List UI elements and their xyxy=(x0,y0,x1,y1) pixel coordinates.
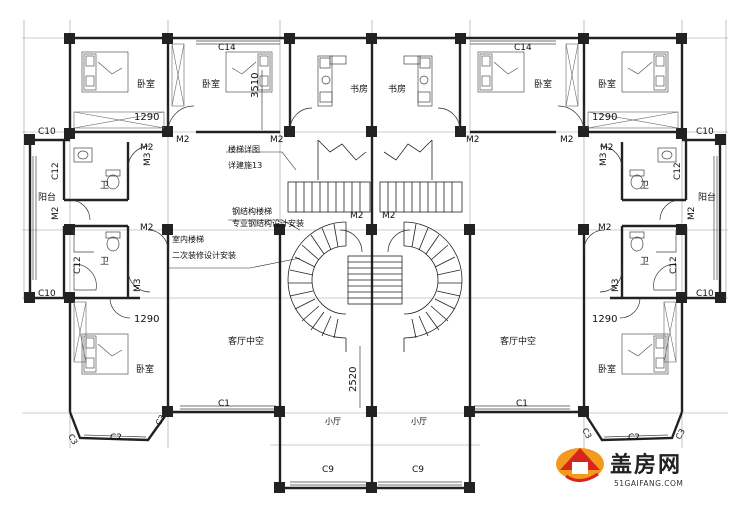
door-label-m2: M2 xyxy=(270,135,284,145)
door-label-m3: M3 xyxy=(133,279,143,293)
room-label-bedroom: 卧室 xyxy=(534,78,552,90)
room-label-bedroom: 卧室 xyxy=(202,78,220,90)
door-labels: M2 M2 M2 M2 M2 M2 M3 M3 M2 M2 M2 M2 M3 M… xyxy=(51,135,697,292)
dimension-1290: 1290 xyxy=(134,112,159,123)
room-label-bedroom: 卧室 xyxy=(598,363,616,375)
door-label-m2: M2 xyxy=(350,211,364,221)
room-labels: 卧室 卧室 卧室 卧室 书房 书房 卫 卫 卫 卫 阳台 阳台 卧室 卧室 客厅… xyxy=(38,78,716,426)
dimension-labels: 1290 1290 1290 1290 3510 2520 xyxy=(134,73,617,392)
dimension-3510: 3510 xyxy=(250,73,261,98)
wardrobes xyxy=(73,43,679,363)
door-label-m2: M2 xyxy=(140,143,154,153)
door-label-m2: M2 xyxy=(466,135,480,145)
window-label-c12: C12 xyxy=(51,162,61,180)
room-label-small-hall: 小厅 xyxy=(411,417,427,426)
house-logo-icon xyxy=(556,448,604,482)
window-label-c2: C2 xyxy=(110,433,122,443)
window-labels: C14 C14 C10 C10 C10 C10 C12 C12 C12 C12 … xyxy=(38,43,714,475)
door-label-m2: M2 xyxy=(687,207,697,221)
room-label-bedroom: 卧室 xyxy=(598,78,616,90)
room-label-bedroom: 卧室 xyxy=(137,78,155,90)
window-label-c9: C9 xyxy=(322,465,334,475)
note-stair-detail-ref: 详建施13 xyxy=(228,160,262,170)
walls xyxy=(28,36,722,490)
window-label-c3: C3 xyxy=(580,427,593,441)
window-label-c10: C10 xyxy=(38,127,56,137)
window-label-c14: C14 xyxy=(514,43,532,53)
room-label-bath: 卫 xyxy=(640,181,649,191)
logo-url: 51GAIFANG.COM xyxy=(614,479,683,488)
window-label-c1: C1 xyxy=(516,399,528,409)
door-label-m2: M2 xyxy=(140,223,154,233)
room-label-study: 书房 xyxy=(350,83,368,95)
study-desks xyxy=(317,55,433,107)
window-lines xyxy=(32,40,718,486)
room-label-living-void: 客厅中空 xyxy=(500,335,536,347)
door-label-m2: M2 xyxy=(51,207,61,221)
note-steel-stair: 钢结构楼梯 xyxy=(232,206,272,216)
room-label-bath: 卫 xyxy=(100,257,109,267)
window-label-c14: C14 xyxy=(218,43,236,53)
window-label-c12: C12 xyxy=(73,256,83,274)
window-label-c12: C12 xyxy=(673,162,683,180)
note-steel-stair-install: 专业钢结构设计安装 xyxy=(232,218,304,228)
door-label-m3: M3 xyxy=(143,153,153,167)
room-label-bath: 卫 xyxy=(100,181,109,191)
window-label-c10: C10 xyxy=(696,289,714,299)
window-label-c2: C2 xyxy=(628,433,640,443)
bed-icons xyxy=(81,51,669,375)
door-label-m2: M2 xyxy=(598,223,612,233)
room-label-balcony: 阳台 xyxy=(698,191,716,203)
straight-stairs xyxy=(287,139,463,213)
note-indoor-stair-install: 二次装修设计安装 xyxy=(172,250,236,260)
door-swings xyxy=(69,105,681,319)
dimension-1290: 1290 xyxy=(592,112,617,123)
dimension-1290: 1290 xyxy=(592,314,617,325)
window-label-c12: C12 xyxy=(669,256,679,274)
dimension-1290: 1290 xyxy=(134,314,159,325)
room-label-small-hall: 小厅 xyxy=(325,417,341,426)
room-label-bath: 卫 xyxy=(640,257,649,267)
annotation-notes: 楼梯详图 详建施13 钢结构楼梯 专业钢结构设计安装 室内楼梯 二次装修设计安装 xyxy=(172,144,304,260)
door-label-m2: M2 xyxy=(176,135,190,145)
door-label-m2: M2 xyxy=(382,211,396,221)
room-label-balcony: 阳台 xyxy=(38,191,56,203)
window-label-c10: C10 xyxy=(38,289,56,299)
room-label-living-void: 客厅中空 xyxy=(228,335,264,347)
note-indoor-stair: 室内楼梯 xyxy=(172,234,204,244)
door-label-m3: M3 xyxy=(611,279,621,293)
window-label-c9: C9 xyxy=(412,465,424,475)
door-label-m2: M2 xyxy=(600,143,614,153)
spiral-stairs xyxy=(287,221,463,352)
window-label-c10: C10 xyxy=(696,127,714,137)
note-stair-detail: 楼梯详图 xyxy=(228,144,260,154)
columns xyxy=(24,33,726,493)
site-logo: 盖房网 51GAIFANG.COM xyxy=(556,448,683,488)
dimension-2520: 2520 xyxy=(348,367,359,392)
bath-fixtures xyxy=(73,147,677,291)
door-label-m3: M3 xyxy=(599,153,609,167)
door-label-m2: M2 xyxy=(560,135,574,145)
leader-lines xyxy=(168,70,361,408)
logo-name: 盖房网 xyxy=(610,452,682,478)
room-label-study: 书房 xyxy=(388,83,406,95)
window-label-c1: C1 xyxy=(218,399,230,409)
room-label-bedroom: 卧室 xyxy=(136,363,154,375)
